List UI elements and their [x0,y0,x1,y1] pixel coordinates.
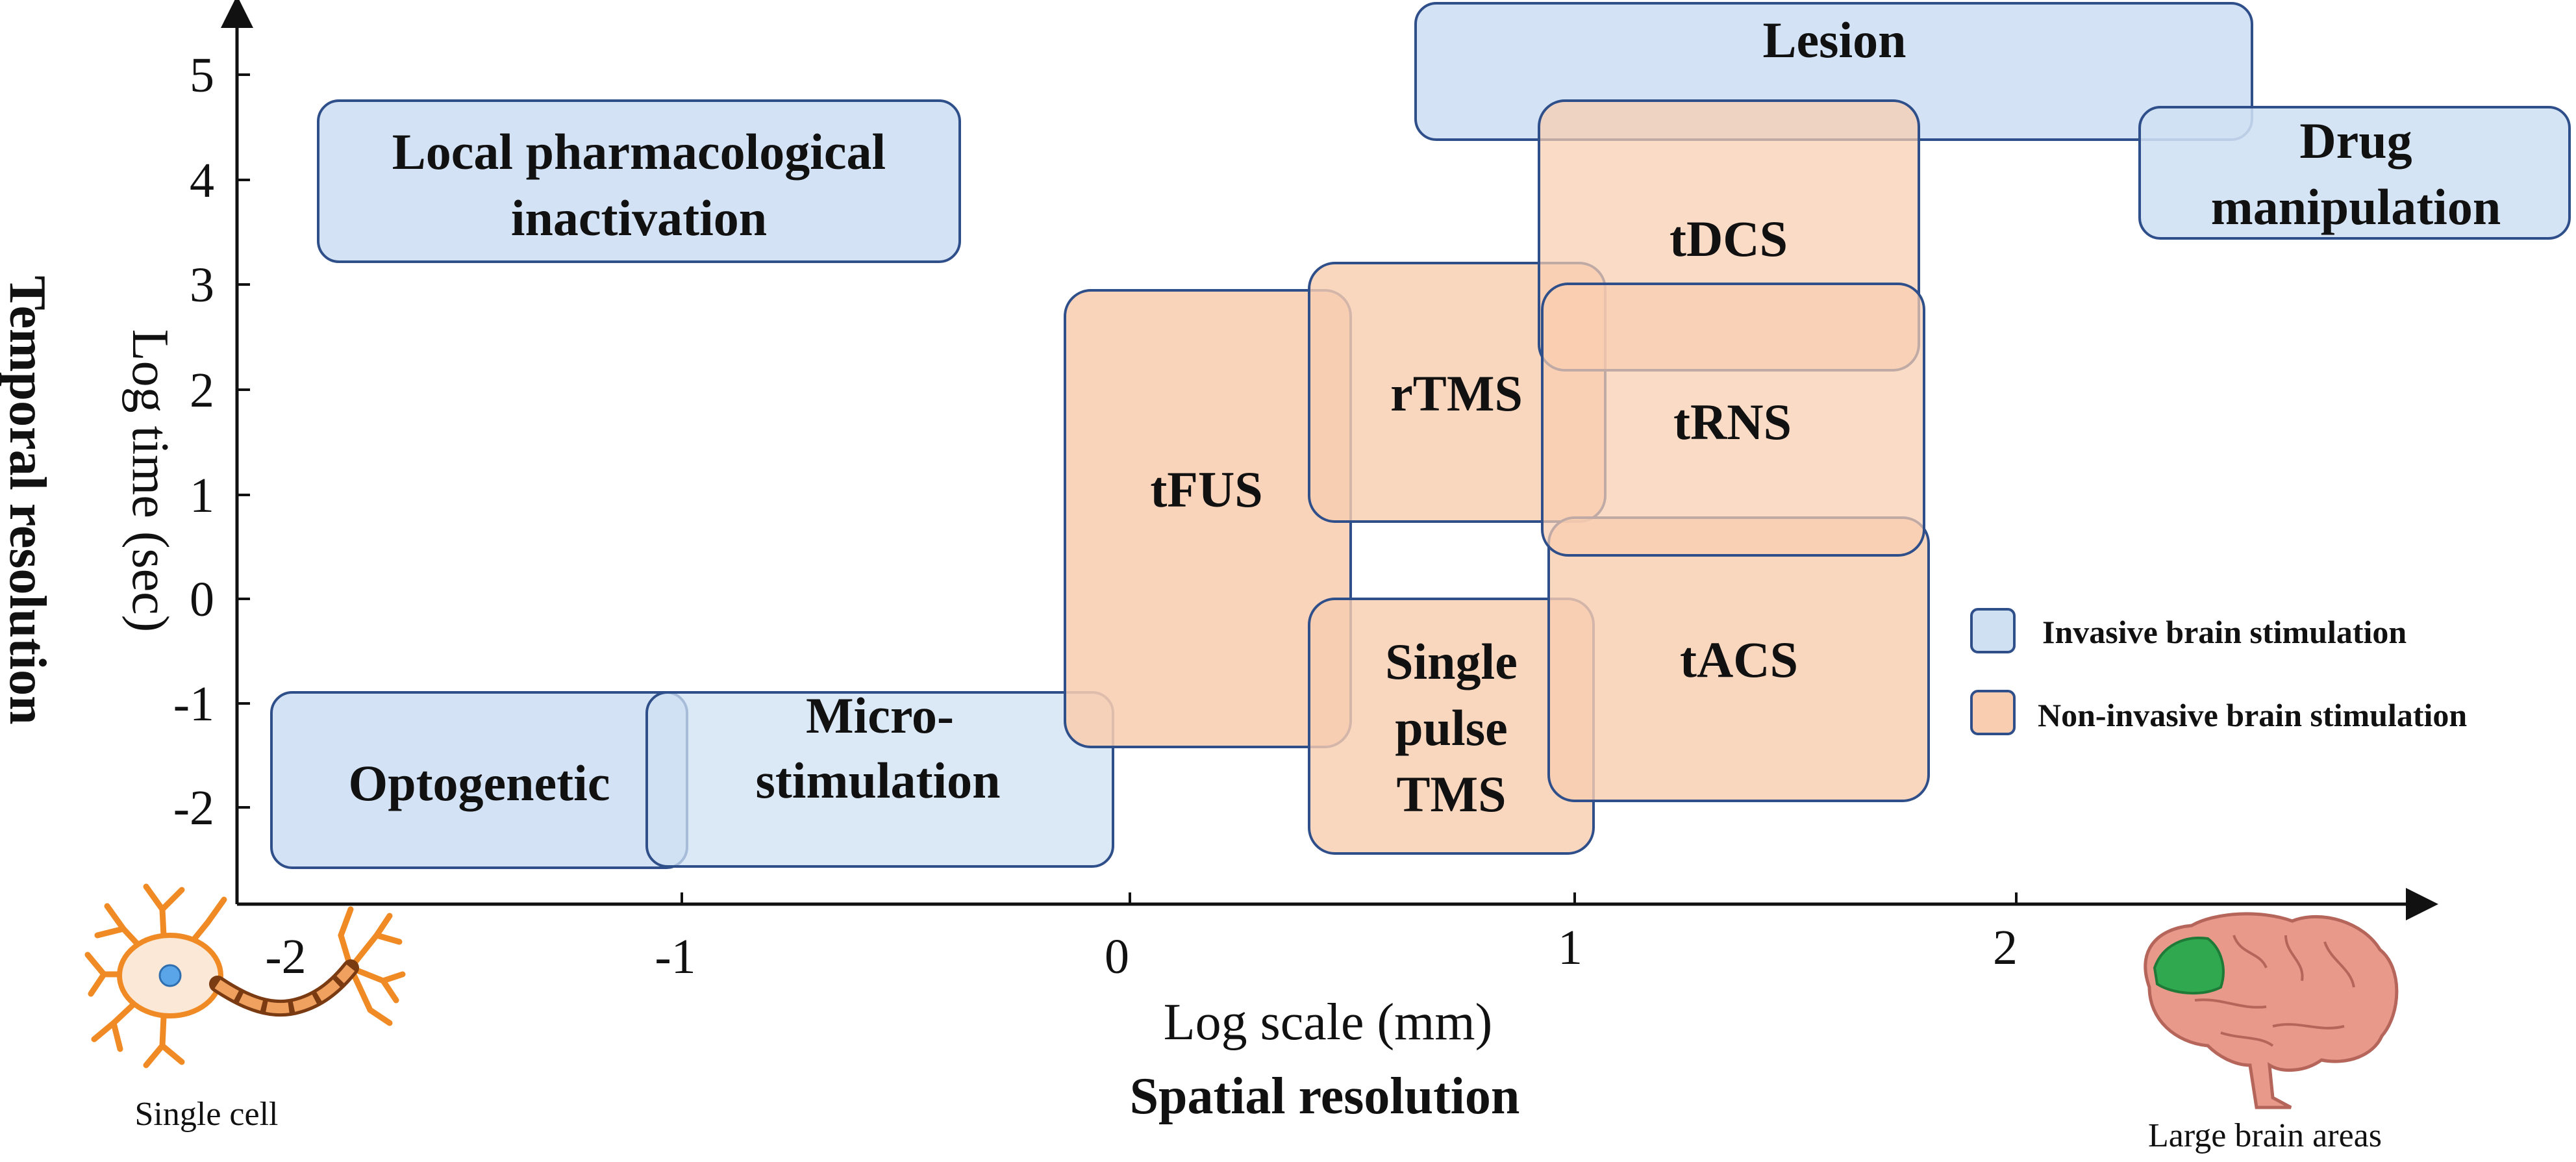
local-pharm-label-line2: inactivation [511,190,767,246]
rtms-label: rTMS [1390,365,1523,422]
drug-label-line1: Drug [2299,112,2412,169]
x-axis-title: Spatial resolution [1130,1068,1520,1125]
x-tick-label: -2 [265,929,306,984]
y-tick-label: 4 [190,153,214,208]
brain-illustration [2144,912,2399,1109]
local-pharm-label-line1: Local pharmacological [392,123,886,180]
x-tick-label: -1 [655,929,695,984]
legend-swatch-invasive [1970,608,2016,653]
single-pulse-label-line2: pulse [1395,700,1507,756]
microstim-label-line2: stimulation [755,752,1000,809]
y-tick-label: 1 [190,468,214,523]
caption-large-brain-areas: Large brain areas [2148,1117,2382,1154]
microstim-label-line1: Micro- [806,687,954,744]
neuron-body [117,933,359,1018]
caption-single-cell: Single cell [135,1096,279,1133]
lesion-label: Lesion [1762,12,1906,68]
box-local-pharmacological [317,99,961,263]
y-axis-title: Temporal resolution [0,275,56,724]
noninvasive-boxes [1064,99,1930,855]
y-tick-label: 2 [190,363,214,418]
y-tick-label: 5 [190,48,214,103]
box-microstimulation [645,691,1114,868]
legend-label-invasive: Invasive brain stimulation [2042,614,2407,650]
x-tick-label: 0 [1105,929,1129,984]
y-tick-label: -2 [173,781,214,835]
y-tick-label: -1 [173,677,214,731]
y-tick-label: 3 [190,258,214,312]
single-pulse-label-line3: TMS [1396,766,1506,822]
tacs-label: tACS [1680,631,1798,688]
legend-swatch-noninvasive [1970,690,2016,735]
box-trns [1541,283,1925,557]
drug-label-line2: manipulation [2211,179,2501,235]
x-tick-label: 2 [1993,920,2018,975]
legend-label-noninvasive: Non-invasive brain stimulation [2038,697,2467,733]
tdcs-label: tDCS [1669,210,1788,267]
legend: Invasive brain stimulation Non-invasive … [1970,608,2467,735]
x-tick-label: 1 [1558,920,1582,975]
y-ticks [237,73,250,809]
y-axis-label: Log time (sec) [121,329,179,632]
y-tick-label: 0 [190,572,214,627]
invasive-boxes [270,2,2253,869]
tfus-label: tFUS [1150,461,1262,518]
trns-label: tRNS [1673,394,1792,450]
x-ticks [681,892,2018,904]
box-drug-manipulation [2138,106,2571,240]
x-axis-label: Log scale (mm) [1164,994,1492,1051]
optogenetic-label: Optogenetic [349,755,610,811]
single-pulse-label-line1: Single [1385,633,1518,690]
